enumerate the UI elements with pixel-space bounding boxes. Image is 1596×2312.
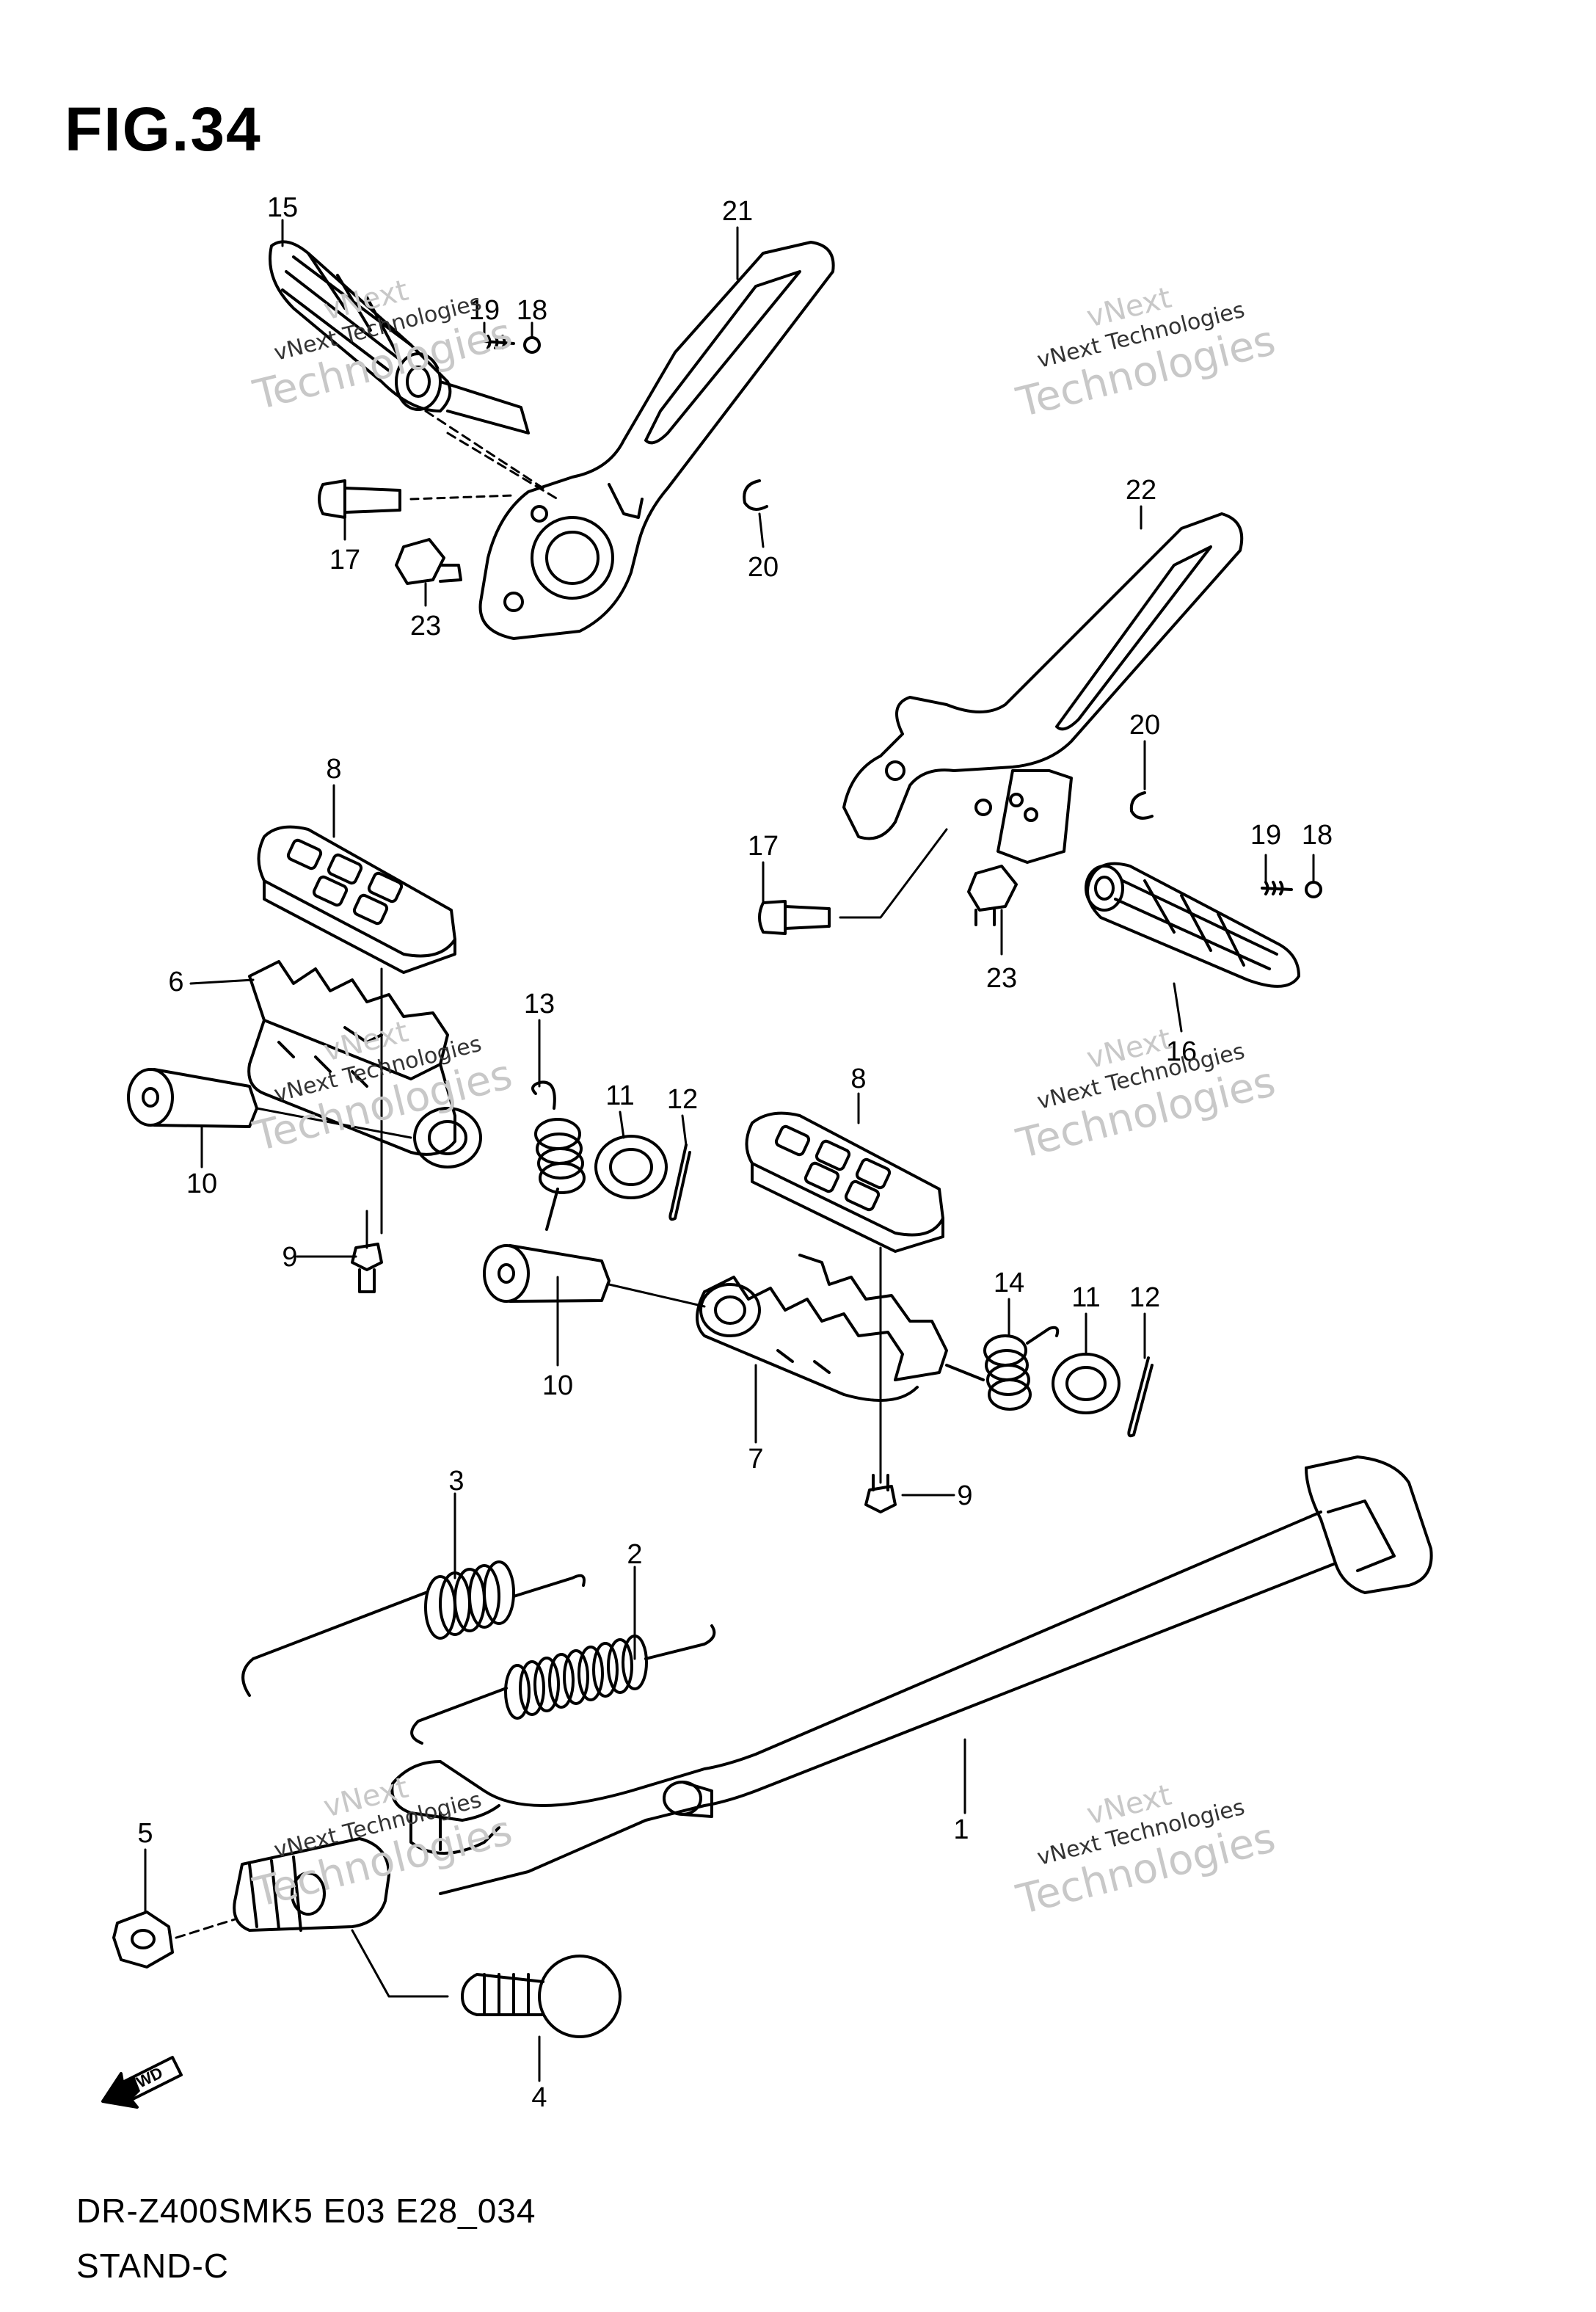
part-15-footpeg-left [269, 240, 530, 435]
part-9-bolt-left [351, 1243, 383, 1293]
callout-2: 2 [627, 1539, 642, 1570]
callout-3: 3 [448, 1466, 464, 1497]
callout-4: 4 [531, 2082, 547, 2113]
callout-17-right: 17 [748, 831, 779, 862]
part-1-side-stand [390, 1455, 1433, 1895]
part-11-washer-left [594, 1135, 668, 1199]
part-23-bolt-right [967, 865, 1018, 926]
callout-12-left: 12 [667, 1084, 698, 1115]
callout-19-upper: 19 [469, 295, 500, 326]
part-12-cotter-pin-left [668, 1144, 691, 1221]
part-12-cotter-pin-right [1127, 1356, 1154, 1438]
part-22-footrest-bracket-right [842, 512, 1244, 864]
callout-21: 21 [722, 196, 753, 227]
part-17-pin-upper [318, 479, 515, 519]
callout-8-right: 8 [850, 1064, 866, 1094]
callout-10-left: 10 [186, 1168, 217, 1199]
part-20-clip-right [1129, 791, 1154, 820]
callout-17-upper: 17 [329, 545, 360, 575]
model-code: DR-Z400SMK5 E03 E28_034 [76, 2192, 536, 2230]
part-8-footrest-rubber-right [745, 1111, 944, 1253]
part-18-ball-upper [523, 336, 541, 354]
part-10-pivot-pin-left [127, 1068, 412, 1139]
callout-20-right: 20 [1129, 710, 1160, 741]
callout-23-right: 23 [986, 963, 1017, 994]
figure-title: FIG.34 [65, 95, 262, 164]
callout-15: 15 [267, 192, 298, 223]
part-6-footpeg-left [247, 960, 482, 1168]
callout-8-left: 8 [326, 754, 341, 785]
part-8-footrest-rubber-left [257, 825, 456, 974]
callout-14: 14 [994, 1268, 1024, 1298]
callout-12-right: 12 [1129, 1282, 1160, 1313]
callout-18-upper: 18 [517, 295, 547, 326]
part-20-clip-upper [743, 479, 768, 511]
section-name: STAND-C [76, 2247, 230, 2285]
leader-lines [144, 219, 1315, 2082]
part-7-footpeg-right [696, 1254, 948, 1402]
part-5-nut [112, 1911, 236, 1969]
assembly-line [424, 410, 559, 501]
part-16-footpeg-right [1085, 862, 1300, 988]
callout-5: 5 [137, 1818, 153, 1849]
part-18-ball-right [1305, 881, 1322, 898]
part-3-return-spring [241, 1560, 586, 1697]
part-19-spring-right [1261, 881, 1293, 895]
part-13-spring [531, 1080, 586, 1231]
callout-9-left: 9 [282, 1242, 297, 1273]
callout-7: 7 [748, 1444, 763, 1475]
part-14-spring [945, 1326, 1060, 1411]
callout-16: 16 [1166, 1036, 1197, 1067]
part-21-footrest-bracket-left [478, 241, 835, 640]
callout-6: 6 [168, 967, 183, 997]
callout-labels: 1 2 3 4 5 6 7 8 8 9 9 10 10 11 11 12 12 … [137, 192, 1333, 2113]
callout-10-right: 10 [542, 1370, 573, 1401]
callout-13: 13 [524, 989, 555, 1019]
callout-18-right: 18 [1302, 820, 1333, 851]
callout-11-left: 11 [605, 1080, 634, 1111]
part-19-spring-upper [483, 335, 515, 349]
fwd-arrow-icon: FWD [101, 2056, 183, 2109]
callout-22: 22 [1126, 475, 1156, 506]
stand-pivot-boss [233, 1837, 390, 1932]
callout-9-right: 9 [957, 1480, 972, 1511]
part-4-pivot-bolt [351, 1929, 622, 2038]
callout-20-upper: 20 [748, 552, 779, 583]
part-17-pin-right [758, 828, 948, 935]
callout-11-right: 11 [1071, 1282, 1100, 1313]
part-11-washer-right [1052, 1353, 1121, 1414]
part-23-bolt-upper [395, 538, 462, 585]
callout-19-right: 19 [1250, 820, 1281, 851]
callout-23-upper: 23 [410, 611, 441, 641]
assembly-line [365, 967, 383, 1249]
part-10-pivot-pin-right [483, 1244, 706, 1308]
part-2-return-spring [410, 1624, 716, 1745]
callout-1: 1 [953, 1814, 969, 1845]
part-9-bolt-right [864, 1474, 897, 1513]
